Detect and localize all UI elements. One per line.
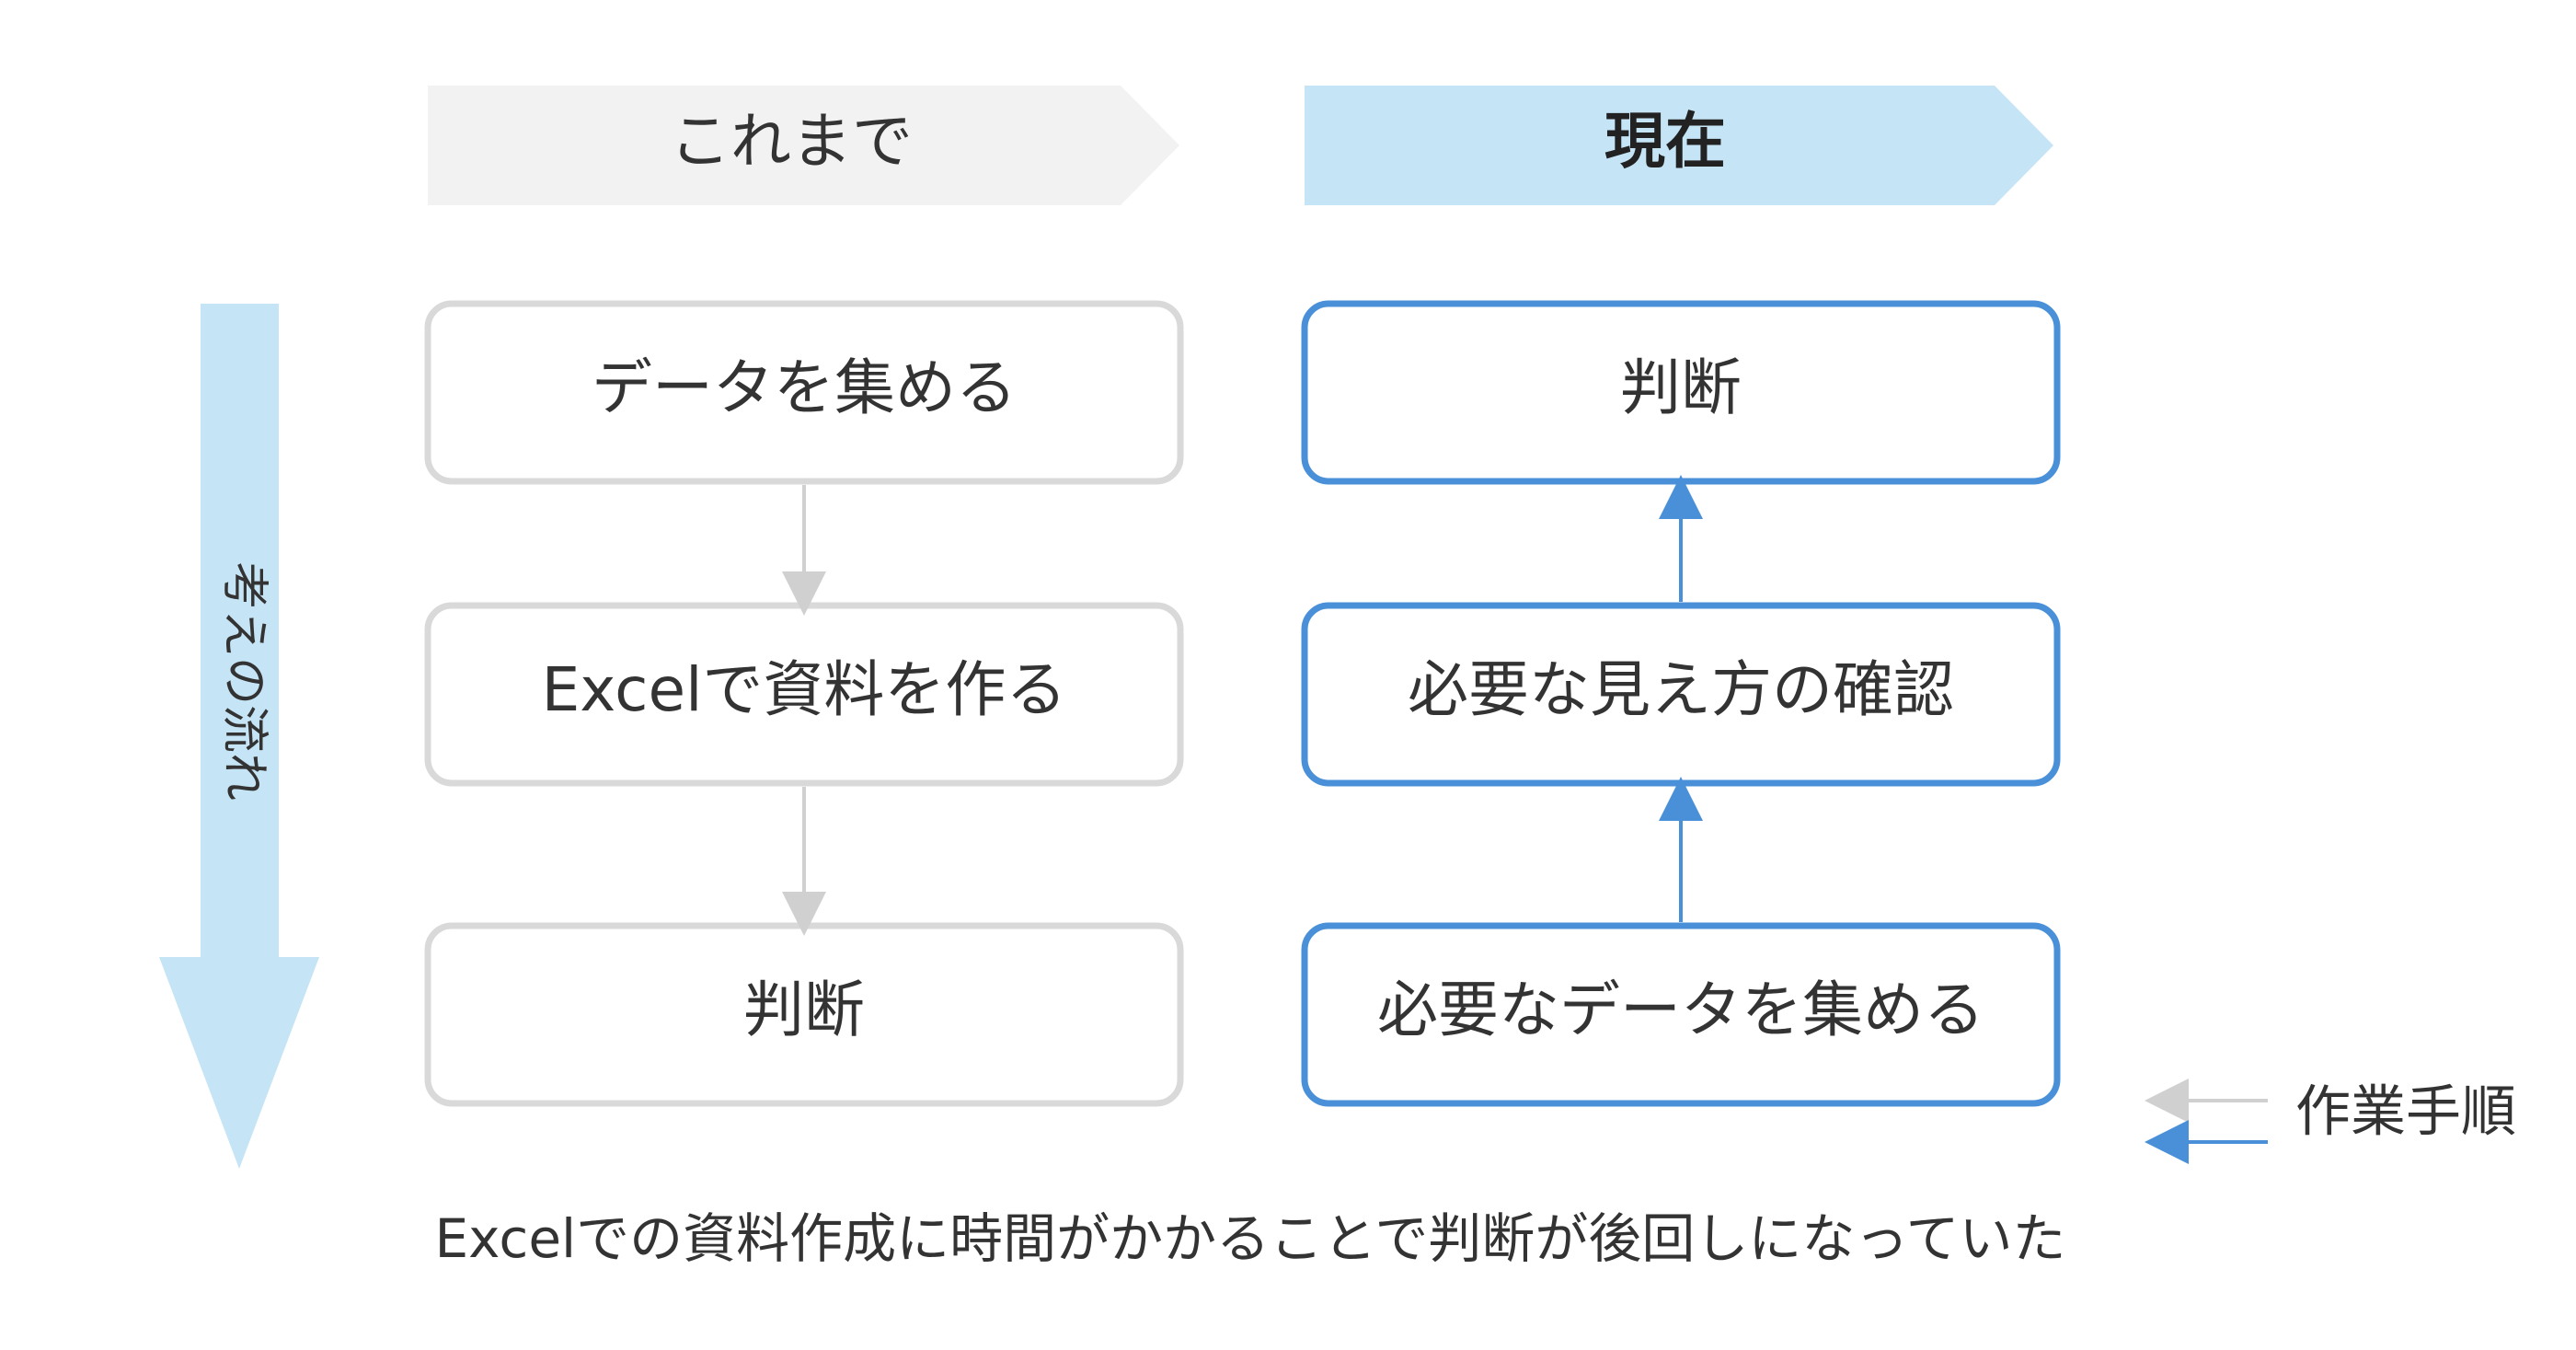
right-step-3-box <box>1301 922 2061 1107</box>
left-step-1: データを集める <box>424 300 1184 485</box>
left-step-3-label: 判断 <box>743 975 865 1045</box>
left-header: これまで <box>428 86 1179 205</box>
legend: 作業手順 <box>2145 1079 2516 1164</box>
left-step-3: 判断 <box>424 922 1184 1107</box>
right-step-3: 必要なデータを集める <box>1301 922 2061 1107</box>
left-header-label: これまで <box>670 106 913 177</box>
thought-flow-arrow-shape <box>159 304 319 1169</box>
right-step-1-label: 判断 <box>1620 352 1742 423</box>
right-header-shape <box>1305 86 2053 205</box>
legend-label: 作業手順 <box>2295 1080 2516 1145</box>
right-step-2-label: 必要な見え方の確認 <box>1408 654 1954 725</box>
left-step-1-label: データを集める <box>592 352 1017 423</box>
right-header-label: 現在 <box>1604 106 1726 177</box>
thought-flow-arrow: 考えの流れ <box>159 304 319 1169</box>
left-step-2-label: Excelで資料を作る <box>542 654 1067 725</box>
left-step-2: Excelで資料を作る <box>424 602 1184 787</box>
right-step-1: 判断 <box>1301 300 2061 485</box>
right-step-3-label: 必要なデータを集める <box>1377 975 1984 1045</box>
right-header: 現在 <box>1305 86 2053 205</box>
caption: Excelでの資料作成に時間がかかることで判断が後回しになっていた <box>434 1207 2065 1270</box>
left-header-shape <box>428 86 1179 205</box>
right-step-2: 必要な見え方の確認 <box>1301 602 2061 787</box>
thought-flow-arrow-label: 考えの流れ <box>216 561 271 801</box>
left-step-1-box <box>424 300 1184 485</box>
